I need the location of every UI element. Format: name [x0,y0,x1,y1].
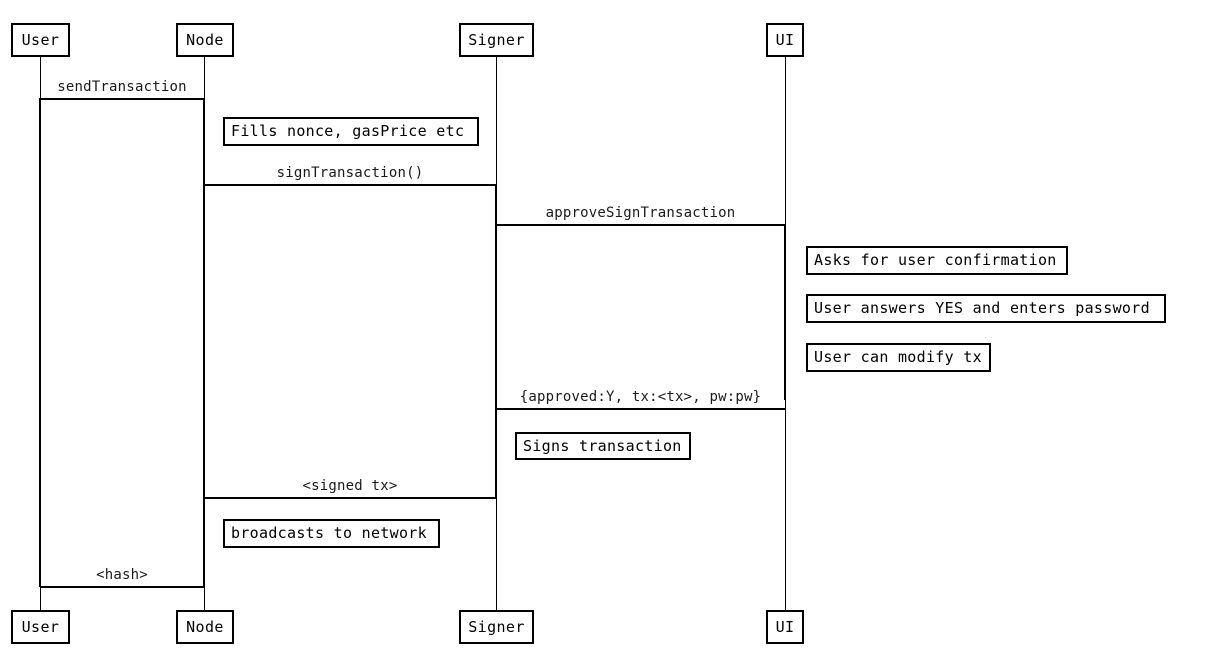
activation-bar-signer [495,185,497,498]
participant-box-ui-top[interactable]: UI [766,23,804,57]
activation-bar-user [39,98,41,587]
message-label-hash: <hash> [96,567,148,583]
activation-bar-ui [784,225,786,400]
note-asks-confirmation: Asks for user confirmation [806,246,1068,275]
message-label-signTransaction: signTransaction() [276,165,424,181]
note-fills-nonce: Fills nonce, gasPrice etc [223,117,479,146]
participant-box-node-top[interactable]: Node [176,23,234,57]
note-broadcasts-network: broadcasts to network [223,519,440,548]
participant-box-node-bottom[interactable]: Node [176,610,234,644]
message-line-sendTransaction [40,98,204,100]
message-label-approval-response: {approved:Y, tx:<tx>, pw:pw} [519,389,762,405]
message-label-signed-tx: <signed tx> [302,478,398,494]
participant-box-user-bottom[interactable]: User [11,610,70,644]
message-label-sendTransaction: sendTransaction [57,79,187,95]
message-line-hash [40,586,204,588]
message-line-signTransaction [204,184,496,186]
message-line-signed-tx [204,497,496,499]
participant-box-ui-bottom[interactable]: UI [766,610,804,644]
participant-box-user-top[interactable]: User [11,23,70,57]
activation-bar-node [203,98,205,587]
message-line-approval-response [496,408,785,410]
message-line-approveSignTransaction [496,224,785,226]
note-signs-transaction: Signs transaction [515,432,691,460]
note-user-answers-yes: User answers YES and enters password [806,294,1166,323]
note-user-can-modify-tx: User can modify tx [806,343,991,372]
message-label-approveSignTransaction: approveSignTransaction [545,205,736,221]
participant-box-signer-top[interactable]: Signer [459,23,534,57]
participant-box-signer-bottom[interactable]: Signer [459,610,534,644]
